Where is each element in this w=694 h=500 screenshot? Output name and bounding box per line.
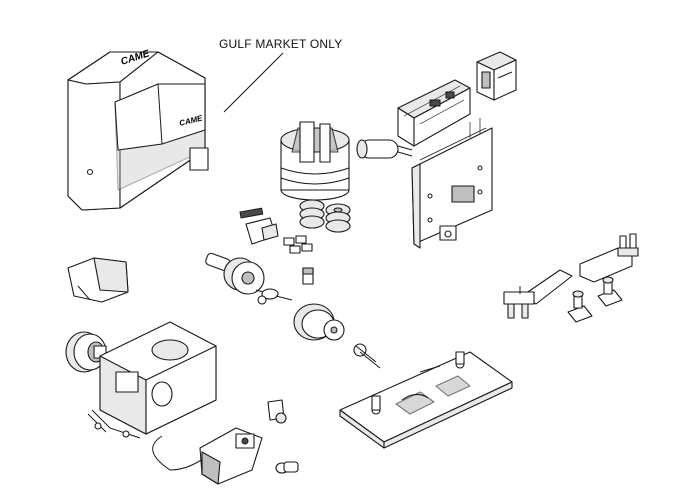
cam-nut-left bbox=[567, 290, 593, 323]
board-mounting-plate bbox=[411, 118, 493, 249]
key-barrel bbox=[275, 461, 299, 474]
motor-bushings bbox=[299, 199, 351, 233]
worm-shaft bbox=[205, 252, 293, 305]
transformer bbox=[476, 51, 517, 101]
motor-cover: CAME CAME bbox=[67, 48, 209, 211]
release-lock-cover bbox=[199, 427, 263, 485]
label-leader-line bbox=[223, 52, 284, 113]
limit-bracket-left bbox=[503, 269, 573, 319]
capacitor bbox=[356, 139, 413, 159]
motor bbox=[280, 121, 350, 201]
gearbox-housing bbox=[87, 321, 217, 439]
fixing-screw bbox=[353, 343, 381, 369]
reduction-gear bbox=[293, 303, 345, 341]
terminal-blocks bbox=[283, 235, 313, 254]
end-cap bbox=[67, 257, 129, 303]
limit-bracket-right bbox=[579, 233, 639, 283]
cam-nut-right bbox=[597, 276, 623, 307]
release-key bbox=[267, 399, 287, 424]
control-board bbox=[397, 79, 471, 147]
small-bracket-pin bbox=[302, 267, 314, 285]
anchor-base-plate bbox=[339, 351, 513, 449]
limit-switch-assembly bbox=[239, 207, 279, 245]
market-note-label: GULF MARKET ONLY bbox=[219, 37, 343, 51]
